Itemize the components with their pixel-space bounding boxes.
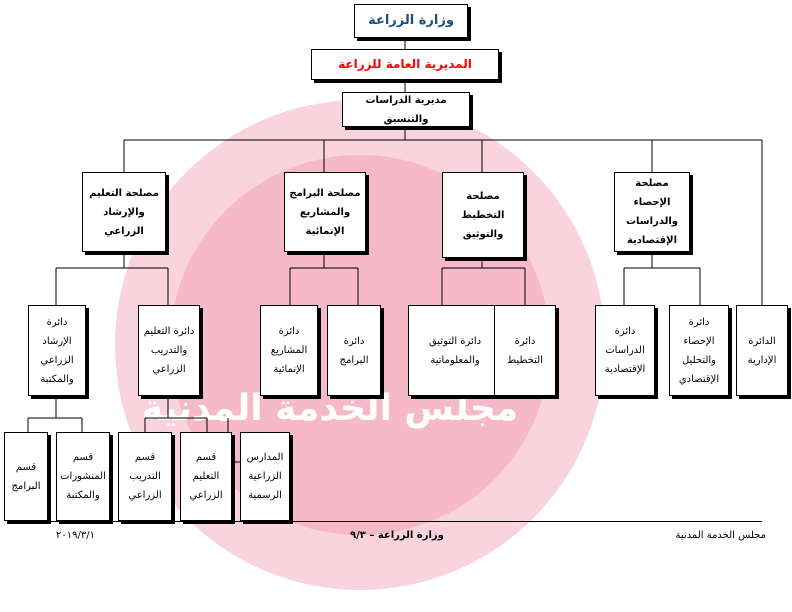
footer-civil-service-council: مجلس الخدمة المدنية (675, 530, 767, 541)
planning-documentation-department: مصلحة التخطيط والتوثيق (442, 172, 524, 258)
development-projects-circle: دائرة المشاريع الإنمائية (260, 305, 318, 396)
programs-circle: دائرة البرامج (327, 305, 381, 396)
administrative-circle: الدائرة الإدارية (736, 305, 788, 396)
publications-library-section: قسم المنشورات والمكتبة (56, 432, 110, 521)
documentation-informatics-circle: دائرة التوثيق والمعلوماتية (408, 305, 502, 396)
planning-circle: دائرة التخطيط (494, 305, 556, 396)
guidance-library-circle: دائرة الإرشاد الزراعي والمكتبة (28, 305, 86, 396)
statistics-economic-analysis-circle: دائرة الإحصاء والتحليل الإقتصادي (669, 305, 729, 396)
footer-ministry-page: وزارة الزراعة – ٩/٣ (350, 530, 444, 541)
footer-divider (50, 521, 762, 522)
footer-date: ٢٠١٩/٣/١ (56, 530, 95, 541)
statistics-studies-department: مصلحة الإحصاء والدراسات الإقتصادية (614, 172, 690, 252)
economic-studies-circle: دائرة الدراسات الإقتصادية (595, 305, 655, 396)
studies-coordination-box: مديرية الدراسات والتنسيق (342, 92, 470, 127)
ministry-box: وزارة الزراعة (354, 4, 468, 38)
education-training-circle: دائرة التعليم والتدريب الزراعي (138, 305, 200, 396)
agricultural-training-section: قسم التدريب الزراعي (118, 432, 172, 521)
programs-projects-department: مصلحة البرامج والمشاريع الإنمائية (284, 172, 366, 252)
official-agricultural-schools: المدارس الزراعية الرسمية (240, 432, 290, 521)
education-guidance-department: مصلحة التعليم والإرشاد الزراعي (82, 172, 166, 252)
agricultural-education-section: قسم التعليم الزراعي (180, 432, 232, 521)
programs-section: قسم البرامج (4, 432, 48, 521)
general-directorate-box: المديرية العامة للزراعة (311, 49, 499, 80)
